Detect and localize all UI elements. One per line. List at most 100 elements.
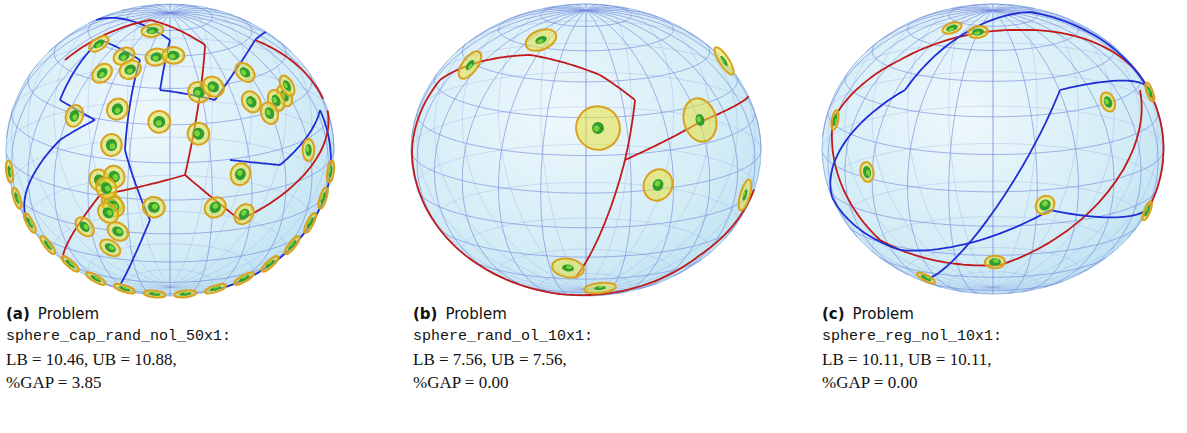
demand-point-highlight	[120, 54, 127, 60]
grid-line-back	[170, 29, 312, 287]
demand-point-highlight	[106, 209, 114, 217]
coverage-ring	[551, 256, 585, 279]
blue-route	[830, 90, 905, 198]
demand-point	[237, 207, 252, 222]
demand-point-highlight	[183, 292, 189, 294]
grid-line-back	[417, 61, 586, 290]
grid-line-back	[170, 61, 328, 287]
grid-line-front	[541, 11, 586, 296]
demand-point-highlight	[598, 286, 604, 288]
demand-point	[167, 51, 179, 61]
red-route	[412, 80, 440, 150]
demand-point	[100, 205, 115, 220]
demand-point-highlight	[654, 180, 661, 188]
coverage-ring	[86, 33, 111, 55]
grid-line-front	[586, 10, 716, 52]
coverage-ring	[679, 95, 721, 146]
demand-point-highlight	[123, 286, 129, 290]
grid-line-front	[949, 11, 993, 294]
grid-line-front	[586, 4, 587, 10]
coverage-ring	[523, 25, 560, 55]
demand-point-highlight	[104, 185, 112, 193]
sphere-body	[6, 4, 334, 296]
coverage-ring	[1144, 82, 1156, 103]
red-route	[453, 244, 561, 294]
grid-line-back	[993, 161, 1163, 287]
demand-point	[1143, 205, 1151, 217]
caption-text: Problem	[853, 304, 914, 324]
subfigure-letter: (c)	[822, 304, 845, 324]
red-route	[625, 100, 635, 160]
coverage-ring	[859, 161, 876, 183]
sphere-body	[411, 4, 761, 296]
grid-line-front	[7, 13, 170, 138]
grid-line-front	[170, 74, 312, 125]
grid-line-back	[411, 150, 586, 290]
coverage-ring	[230, 200, 257, 228]
demand-point	[281, 79, 293, 93]
demand-point	[150, 52, 163, 63]
grid-line-front	[586, 44, 710, 82]
demand-point	[68, 109, 81, 123]
coverage-ring	[238, 88, 264, 116]
demand-point-highlight	[95, 42, 102, 48]
blue-route	[1050, 208, 1149, 218]
demand-point	[920, 274, 932, 283]
blue-route	[1030, 12, 1147, 86]
coverage-ring	[233, 270, 255, 287]
grid-line-back	[586, 162, 760, 289]
coverage-ring	[145, 108, 173, 136]
grid-line-front	[170, 4, 171, 13]
coverage-ring	[317, 187, 330, 210]
demand-point	[534, 34, 548, 45]
demand-point	[590, 120, 606, 136]
demand-point	[190, 126, 206, 142]
demand-point	[1146, 86, 1153, 99]
demand-point	[464, 58, 476, 71]
red-route	[575, 160, 625, 278]
demand-point-highlight	[246, 98, 253, 106]
demand-point-highlight	[29, 220, 33, 226]
grid-line-back	[993, 11, 1114, 288]
grid-line-front	[170, 13, 328, 239]
grid-line-front	[993, 4, 994, 10]
demand-point-highlight	[240, 209, 247, 217]
demand-point-highlight	[1104, 98, 1110, 105]
demand-point-highlight	[213, 286, 219, 290]
grid-line-front	[586, 11, 674, 294]
coverage-ring	[10, 187, 23, 210]
demand-point	[25, 217, 34, 229]
sphere-b	[411, 4, 761, 296]
demand-point-highlight	[993, 259, 999, 263]
grid-line-back	[510, 282, 586, 292]
grid-line-back	[170, 14, 286, 288]
demand-point-highlight	[152, 55, 159, 60]
coverage-ring	[302, 212, 318, 235]
problem-name: sphere_reg_nol_10x1:	[822, 327, 1002, 347]
demand-point	[305, 144, 311, 156]
demand-point	[179, 291, 191, 296]
demand-point	[118, 285, 131, 292]
demand-point	[263, 106, 276, 120]
demand-point-highlight	[98, 71, 105, 78]
grid-line-front	[88, 13, 170, 293]
demand-point	[328, 165, 333, 177]
demand-point-highlight	[169, 54, 175, 59]
demand-point	[1037, 197, 1053, 213]
demand-point	[99, 180, 114, 196]
coverage-ring	[941, 20, 963, 36]
demand-point	[989, 258, 1001, 266]
demand-point-highlight	[94, 276, 100, 281]
blue-route	[280, 110, 320, 165]
grid-line-front	[170, 13, 312, 271]
grid-line-front	[457, 10, 587, 52]
demand-point-highlight	[83, 223, 90, 230]
demand-point-highlight	[289, 241, 294, 247]
demand-point	[594, 286, 606, 291]
grid-line-front	[586, 229, 732, 257]
grid-line-back	[586, 61, 755, 290]
coverage-ring	[1098, 90, 1118, 114]
demand-point	[95, 66, 110, 81]
